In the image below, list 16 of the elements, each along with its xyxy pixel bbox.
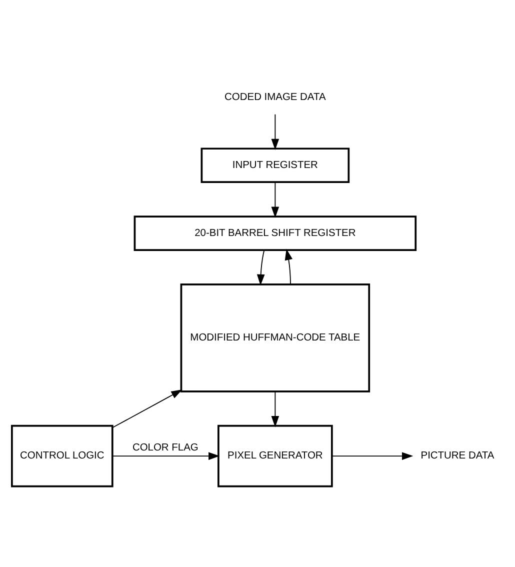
node-box: PIXEL GENERATOR	[218, 424, 333, 488]
arrow	[332, 452, 414, 460]
arrow	[271, 114, 280, 150]
node-box: MODIFIED HUFFMAN-CODE TABLE	[180, 284, 370, 392]
arrow	[256, 250, 265, 286]
arrow	[284, 248, 292, 285]
edge-label: COLOR FLAG	[132, 442, 198, 454]
arrow	[271, 391, 280, 428]
node-box: CONTROL LOGIC	[11, 424, 114, 488]
node-text: PICTURE DATA	[420, 450, 494, 462]
node-box: INPUT REGISTER	[200, 148, 350, 184]
arrow	[271, 182, 280, 218]
node-text: CODED IMAGE DATA	[224, 92, 326, 104]
node-box: 20-BIT BARREL SHIFT REGISTER	[134, 216, 417, 251]
arrow	[112, 390, 182, 428]
arrow	[112, 452, 220, 460]
